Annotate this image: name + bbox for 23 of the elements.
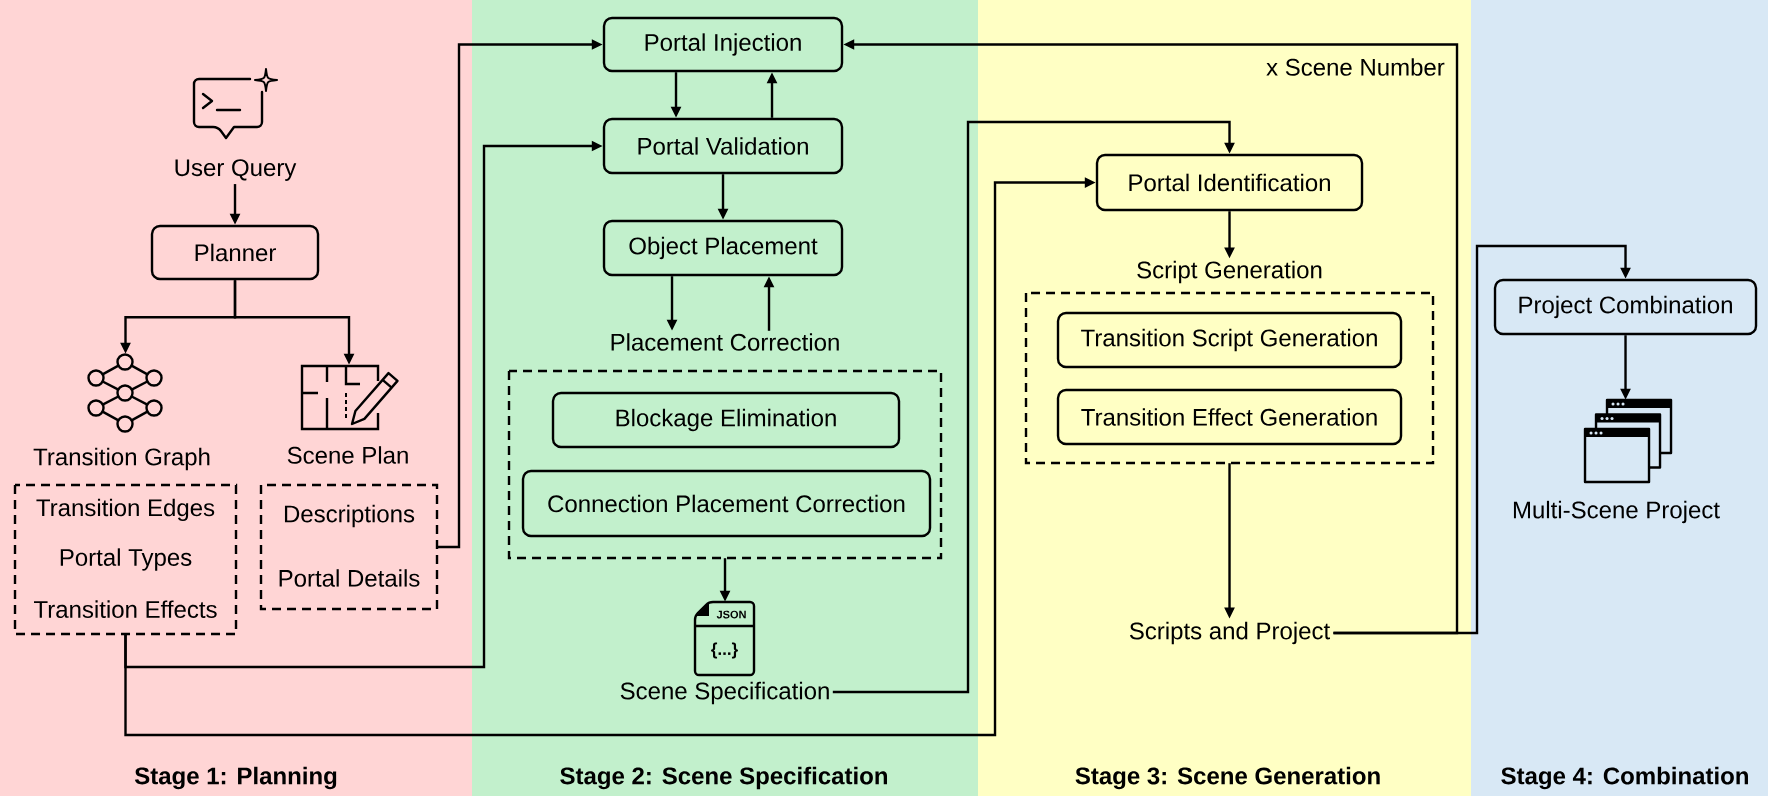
node-label: Scripts and Project xyxy=(1129,621,1330,645)
arrow xyxy=(832,120,1235,694)
process-box: Portal Validation xyxy=(602,117,844,175)
icon-caption: Scene Plan xyxy=(287,446,408,464)
dashed-box: Descriptions Portal Details xyxy=(259,483,439,611)
process-box: Planner xyxy=(150,224,320,281)
icon-caption: Multi-Scene Project xyxy=(1513,500,1720,524)
icon-caption: Transition Graph xyxy=(33,447,210,471)
process-box: Transition Script Generation xyxy=(1056,311,1403,369)
process-box: Object Placement xyxy=(602,219,844,277)
process-box: Transition Effect Generation xyxy=(1056,388,1403,446)
process-box: Blockage Elimination xyxy=(551,391,901,449)
edge-label: x Scene Number xyxy=(1264,56,1447,78)
process-box: Portal Identification xyxy=(1095,153,1364,212)
window-stack-icon xyxy=(1583,398,1673,484)
dashed-box: Transition Edges Portal Types Transition Effects xyxy=(13,483,238,636)
node-label: User Query xyxy=(175,159,297,181)
process-box: Connection Placement Correction xyxy=(521,469,932,538)
process-box: Portal Injection xyxy=(602,16,844,73)
process-box: Project Combination xyxy=(1493,278,1758,336)
arrow xyxy=(1333,244,1631,635)
group-heading: Script Generation xyxy=(1137,260,1322,284)
group-heading: Placement Correction xyxy=(611,333,839,351)
